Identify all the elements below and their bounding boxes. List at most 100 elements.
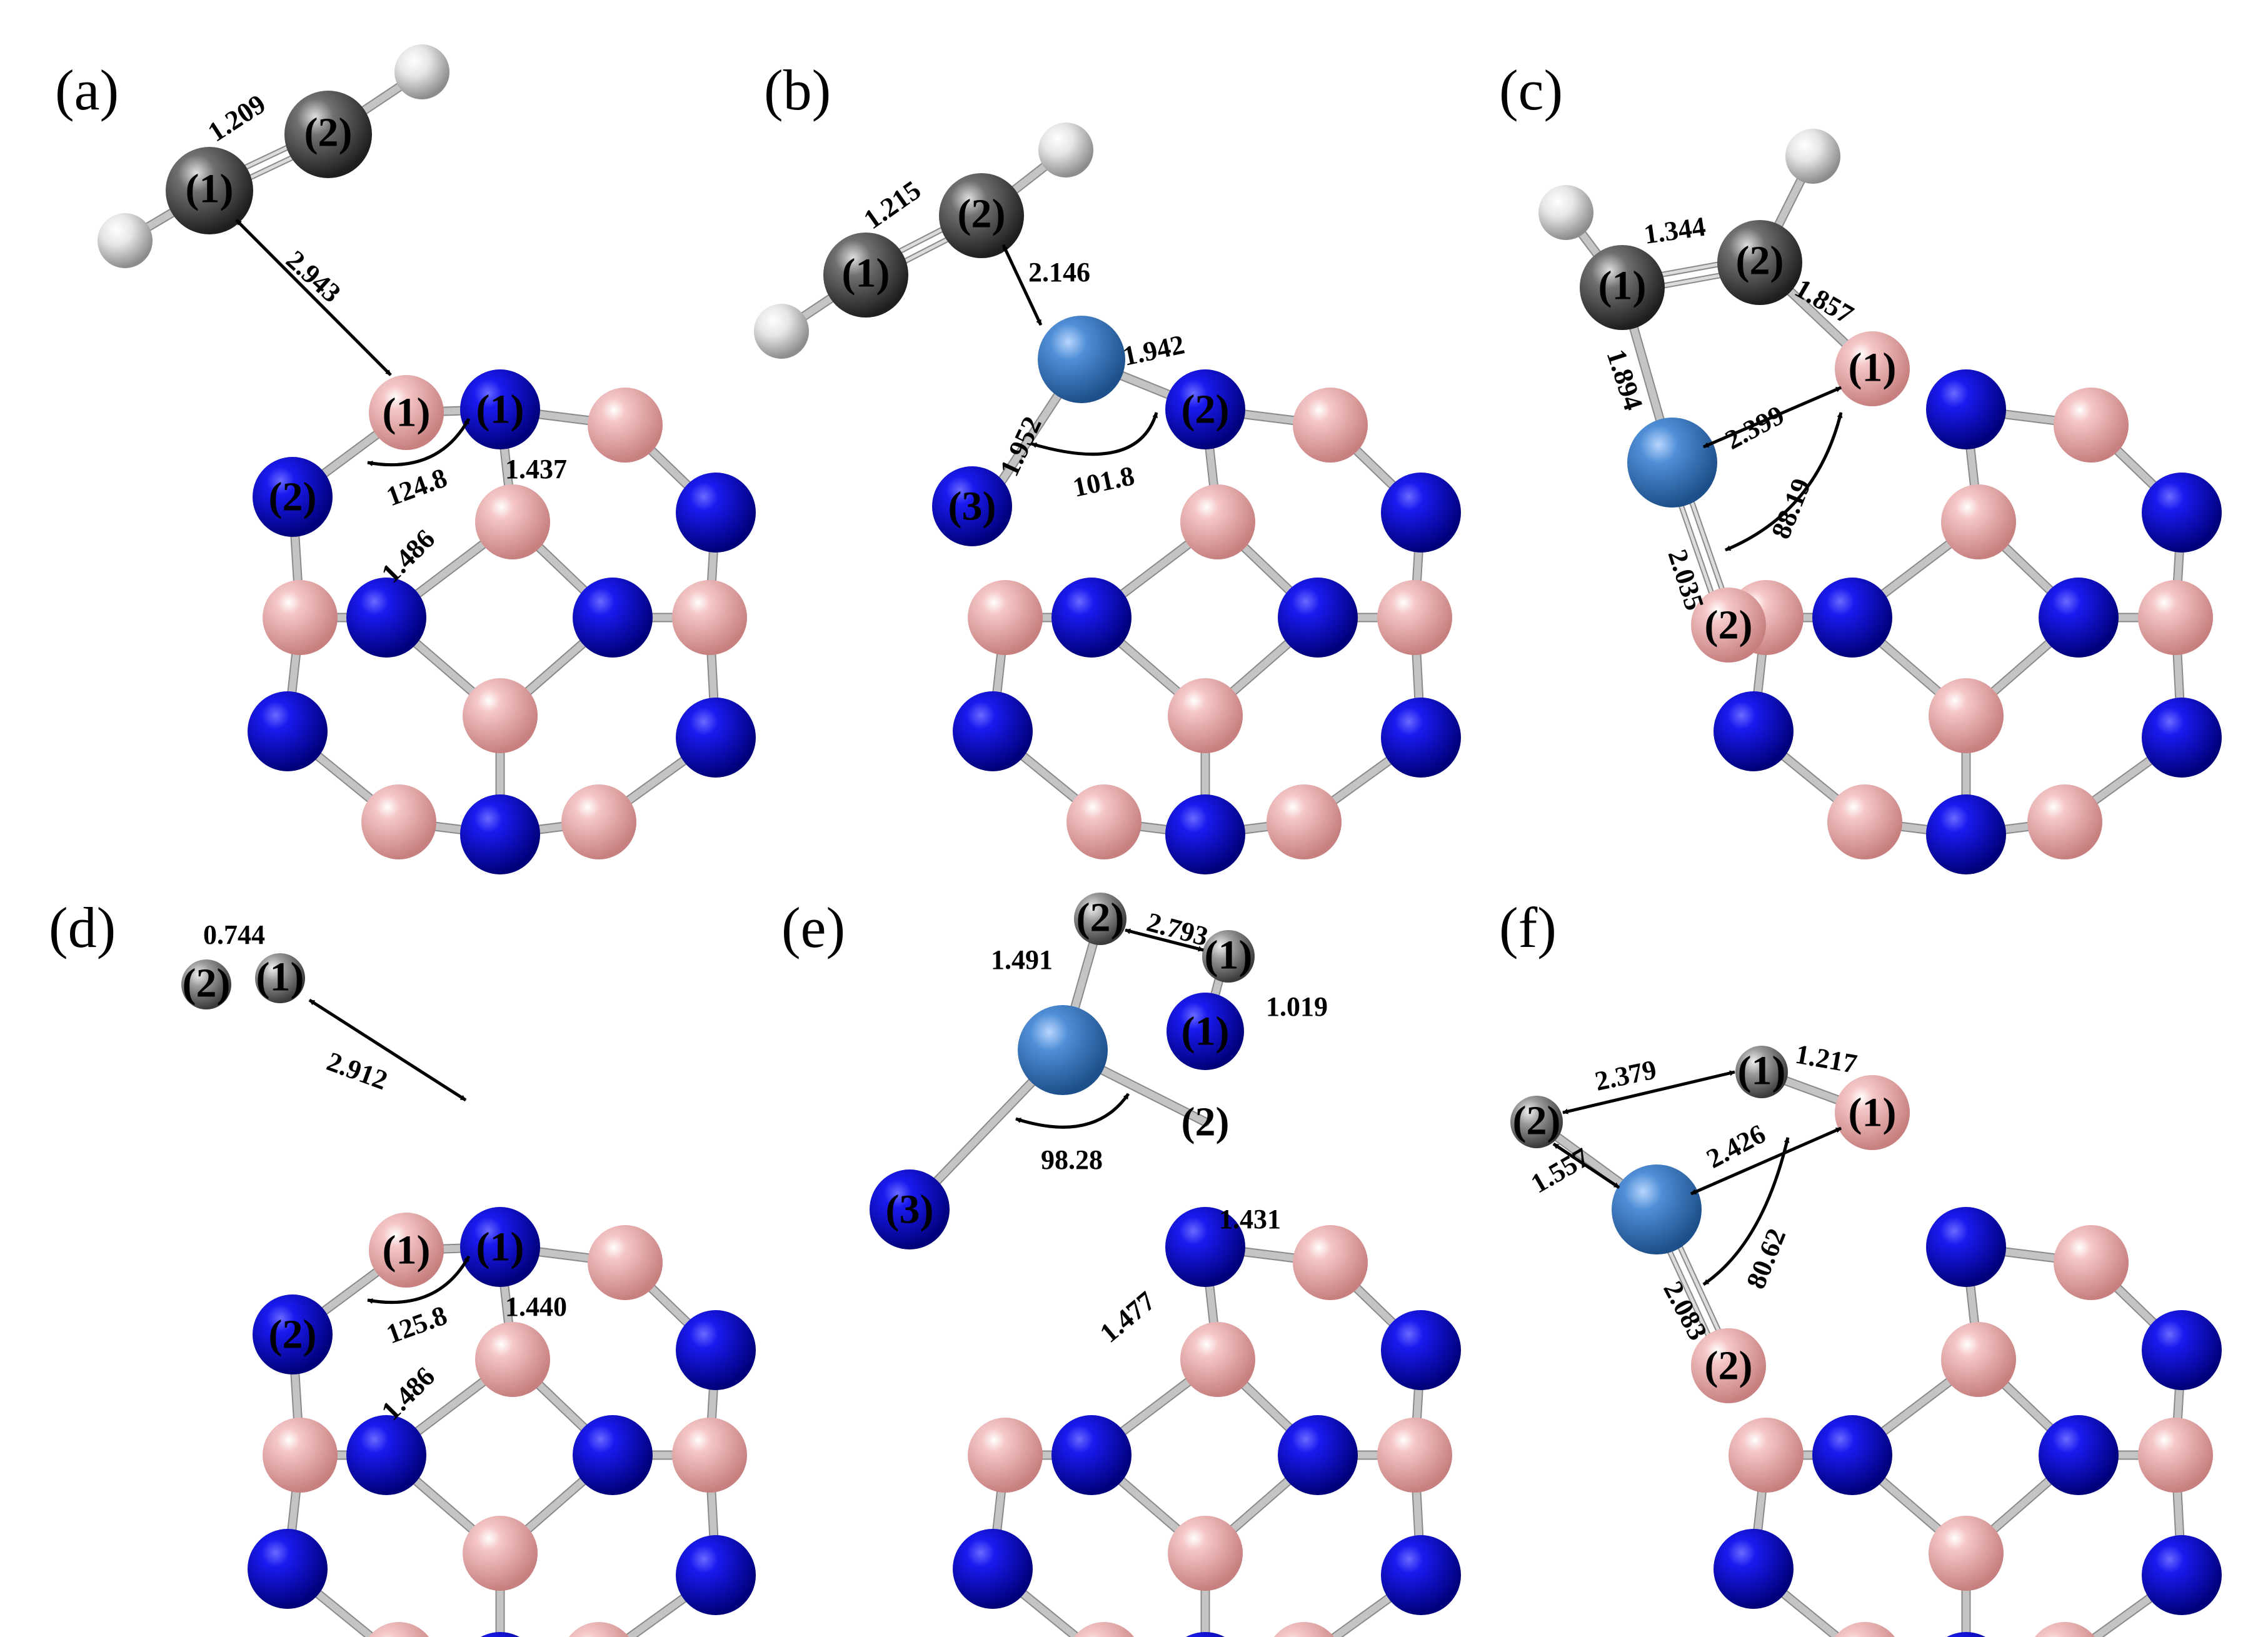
nitrogen-atom: [346, 578, 426, 658]
boron-atom: [1691, 1328, 1766, 1403]
measurement-value: 88.19: [1765, 474, 1817, 543]
boron-atom: [588, 1225, 663, 1300]
atom-label: (2): [1705, 1343, 1753, 1389]
carbon-atom: [1580, 245, 1665, 330]
hydrogen-atom: [181, 959, 231, 1009]
nitrogen-atom: [1278, 578, 1358, 658]
measurement-value: 2.035: [1662, 546, 1710, 614]
atom-label: (1): [1849, 1090, 1897, 1136]
boron-atom: [263, 580, 338, 655]
measurement-value: 2.426: [1702, 1118, 1770, 1174]
boron-atom: [1929, 1516, 2004, 1591]
boron-atom: [1066, 784, 1142, 859]
boron-atom: [463, 1516, 538, 1591]
measurement-value: 1.344: [1642, 211, 1708, 250]
measurement-value: 2.793: [1143, 906, 1211, 952]
nitrogen-atom: [676, 1310, 756, 1390]
boron-atom: [475, 1322, 550, 1397]
nitrogen-atom: [1186, 1632, 1225, 1637]
nitrogen-atom: [1165, 369, 1245, 449]
atom-label: (2): [1182, 387, 1230, 433]
metal-atom: [1627, 418, 1717, 508]
boron-atom: [361, 784, 436, 859]
atom-label: (2): [1513, 1098, 1561, 1144]
boron-atom: [1827, 784, 1902, 859]
boron-atom: [1729, 1418, 1804, 1493]
hydrogen-atom: [1735, 1046, 1788, 1098]
nitrogen-atom: [2142, 473, 2222, 553]
metal-atom: [1018, 1005, 1108, 1095]
hydrogen-atom: [255, 953, 305, 1003]
panel-f-label: (f): [1499, 896, 1557, 959]
angle-arrow: [367, 1255, 471, 1304]
carbon-atom: [939, 173, 1024, 258]
hydrogen-atom: [1038, 123, 1093, 178]
atom-label: (3): [886, 1187, 934, 1233]
atom-label: (2): [1076, 895, 1125, 941]
nitrogen-atom: [2142, 1310, 2222, 1390]
boron-atom: [1929, 678, 2004, 753]
boron-atom: [588, 388, 663, 463]
hydrogen-atom: [1510, 1096, 1563, 1148]
nitrogen-atom: [1381, 1310, 1461, 1390]
panel-d-label: (d): [49, 896, 116, 959]
nitrogen-atom: [1926, 1207, 2006, 1287]
boron-atom: [1168, 678, 1243, 753]
atom-label: (2): [183, 961, 231, 1006]
nitrogen-atom: [676, 473, 756, 553]
atom-label: (2): [1182, 1099, 1230, 1145]
boron-atom: [1274, 1622, 1334, 1637]
measurement-value: 2.912: [323, 1046, 392, 1096]
atoms-layer: [98, 44, 2222, 1637]
nitrogen-atom: [248, 691, 328, 771]
measurement-value: 1.437: [505, 454, 567, 484]
boron-atom: [1180, 1322, 1255, 1397]
measurement-value: 1.440: [505, 1291, 567, 1322]
measurement-value: 1.431: [1219, 1204, 1281, 1234]
carbon-atom: [284, 91, 372, 178]
hydrogen-atom: [98, 213, 153, 268]
nitrogen-atom: [481, 1632, 519, 1637]
nitrogen-atom: [2142, 698, 2222, 778]
nitrogen-atom: [1381, 473, 1461, 553]
hydrogen-atom: [1538, 185, 1593, 240]
nitrogen-atom: [1165, 1207, 1245, 1287]
measurement-value: 1.477: [1094, 1285, 1161, 1348]
nitrogen-atom: [2039, 1415, 2119, 1495]
carbon-atom: [823, 233, 908, 318]
atom-label: (1): [256, 954, 304, 1000]
distance-arrow: [1001, 244, 1043, 326]
nitrogen-atom: [1051, 578, 1131, 658]
nitrogen-atom: [346, 1415, 426, 1495]
atom-label: (1): [383, 1228, 431, 1273]
boron-atom: [263, 1418, 338, 1493]
nitrogen-atom: [460, 794, 540, 874]
measurement-value: 1.491: [991, 944, 1053, 975]
boron-atom: [672, 1418, 747, 1493]
boron-atom: [1180, 484, 1255, 559]
hydrogen-atom: [754, 304, 809, 359]
boron-atom: [2138, 1418, 2213, 1493]
measurement-value: 98.28: [1041, 1144, 1103, 1175]
boron-atom: [2054, 388, 2129, 463]
atom-label: (1): [476, 1224, 524, 1270]
hydrogen-atom: [1202, 930, 1255, 983]
boron-atom: [1835, 331, 1910, 406]
distance-arrow: [308, 998, 467, 1102]
boron-atom: [1168, 1516, 1243, 1591]
measurement-value: 1.215: [858, 174, 926, 235]
atom-label: (1): [1182, 1009, 1230, 1054]
hydrogen-atom: [1785, 129, 1840, 184]
atom-label: (2): [304, 110, 353, 156]
angle-arrow: [367, 418, 471, 467]
nitrogen-atom: [2142, 1535, 2222, 1615]
atom-label: (1): [1849, 345, 1897, 391]
atom-label: (1): [842, 251, 890, 296]
boron-atom: [1377, 580, 1452, 655]
boron-atom: [2054, 1225, 2129, 1300]
nitrogen-atom: [573, 578, 653, 658]
nitrogen-atom: [676, 698, 756, 778]
atom-label: (1): [1598, 263, 1647, 309]
measurement-value: 125.8: [383, 1299, 451, 1349]
boron-atom: [475, 484, 550, 559]
